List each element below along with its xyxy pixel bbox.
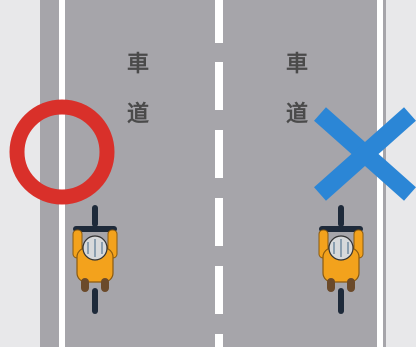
cyclist-left	[72, 205, 118, 314]
circle-correct-icon	[9, 99, 115, 205]
center-dashed-line	[215, 0, 223, 347]
right-lane-label-char-1: 車	[286, 52, 309, 77]
left-lane-label-char-1: 車	[127, 52, 150, 77]
cross-wrong-icon	[314, 107, 416, 201]
right-lane-label-char-2: 道	[286, 102, 309, 127]
left-lane-label-char-2: 道	[127, 102, 150, 127]
cyclist-right	[318, 205, 364, 314]
left-edge-line	[59, 0, 65, 347]
